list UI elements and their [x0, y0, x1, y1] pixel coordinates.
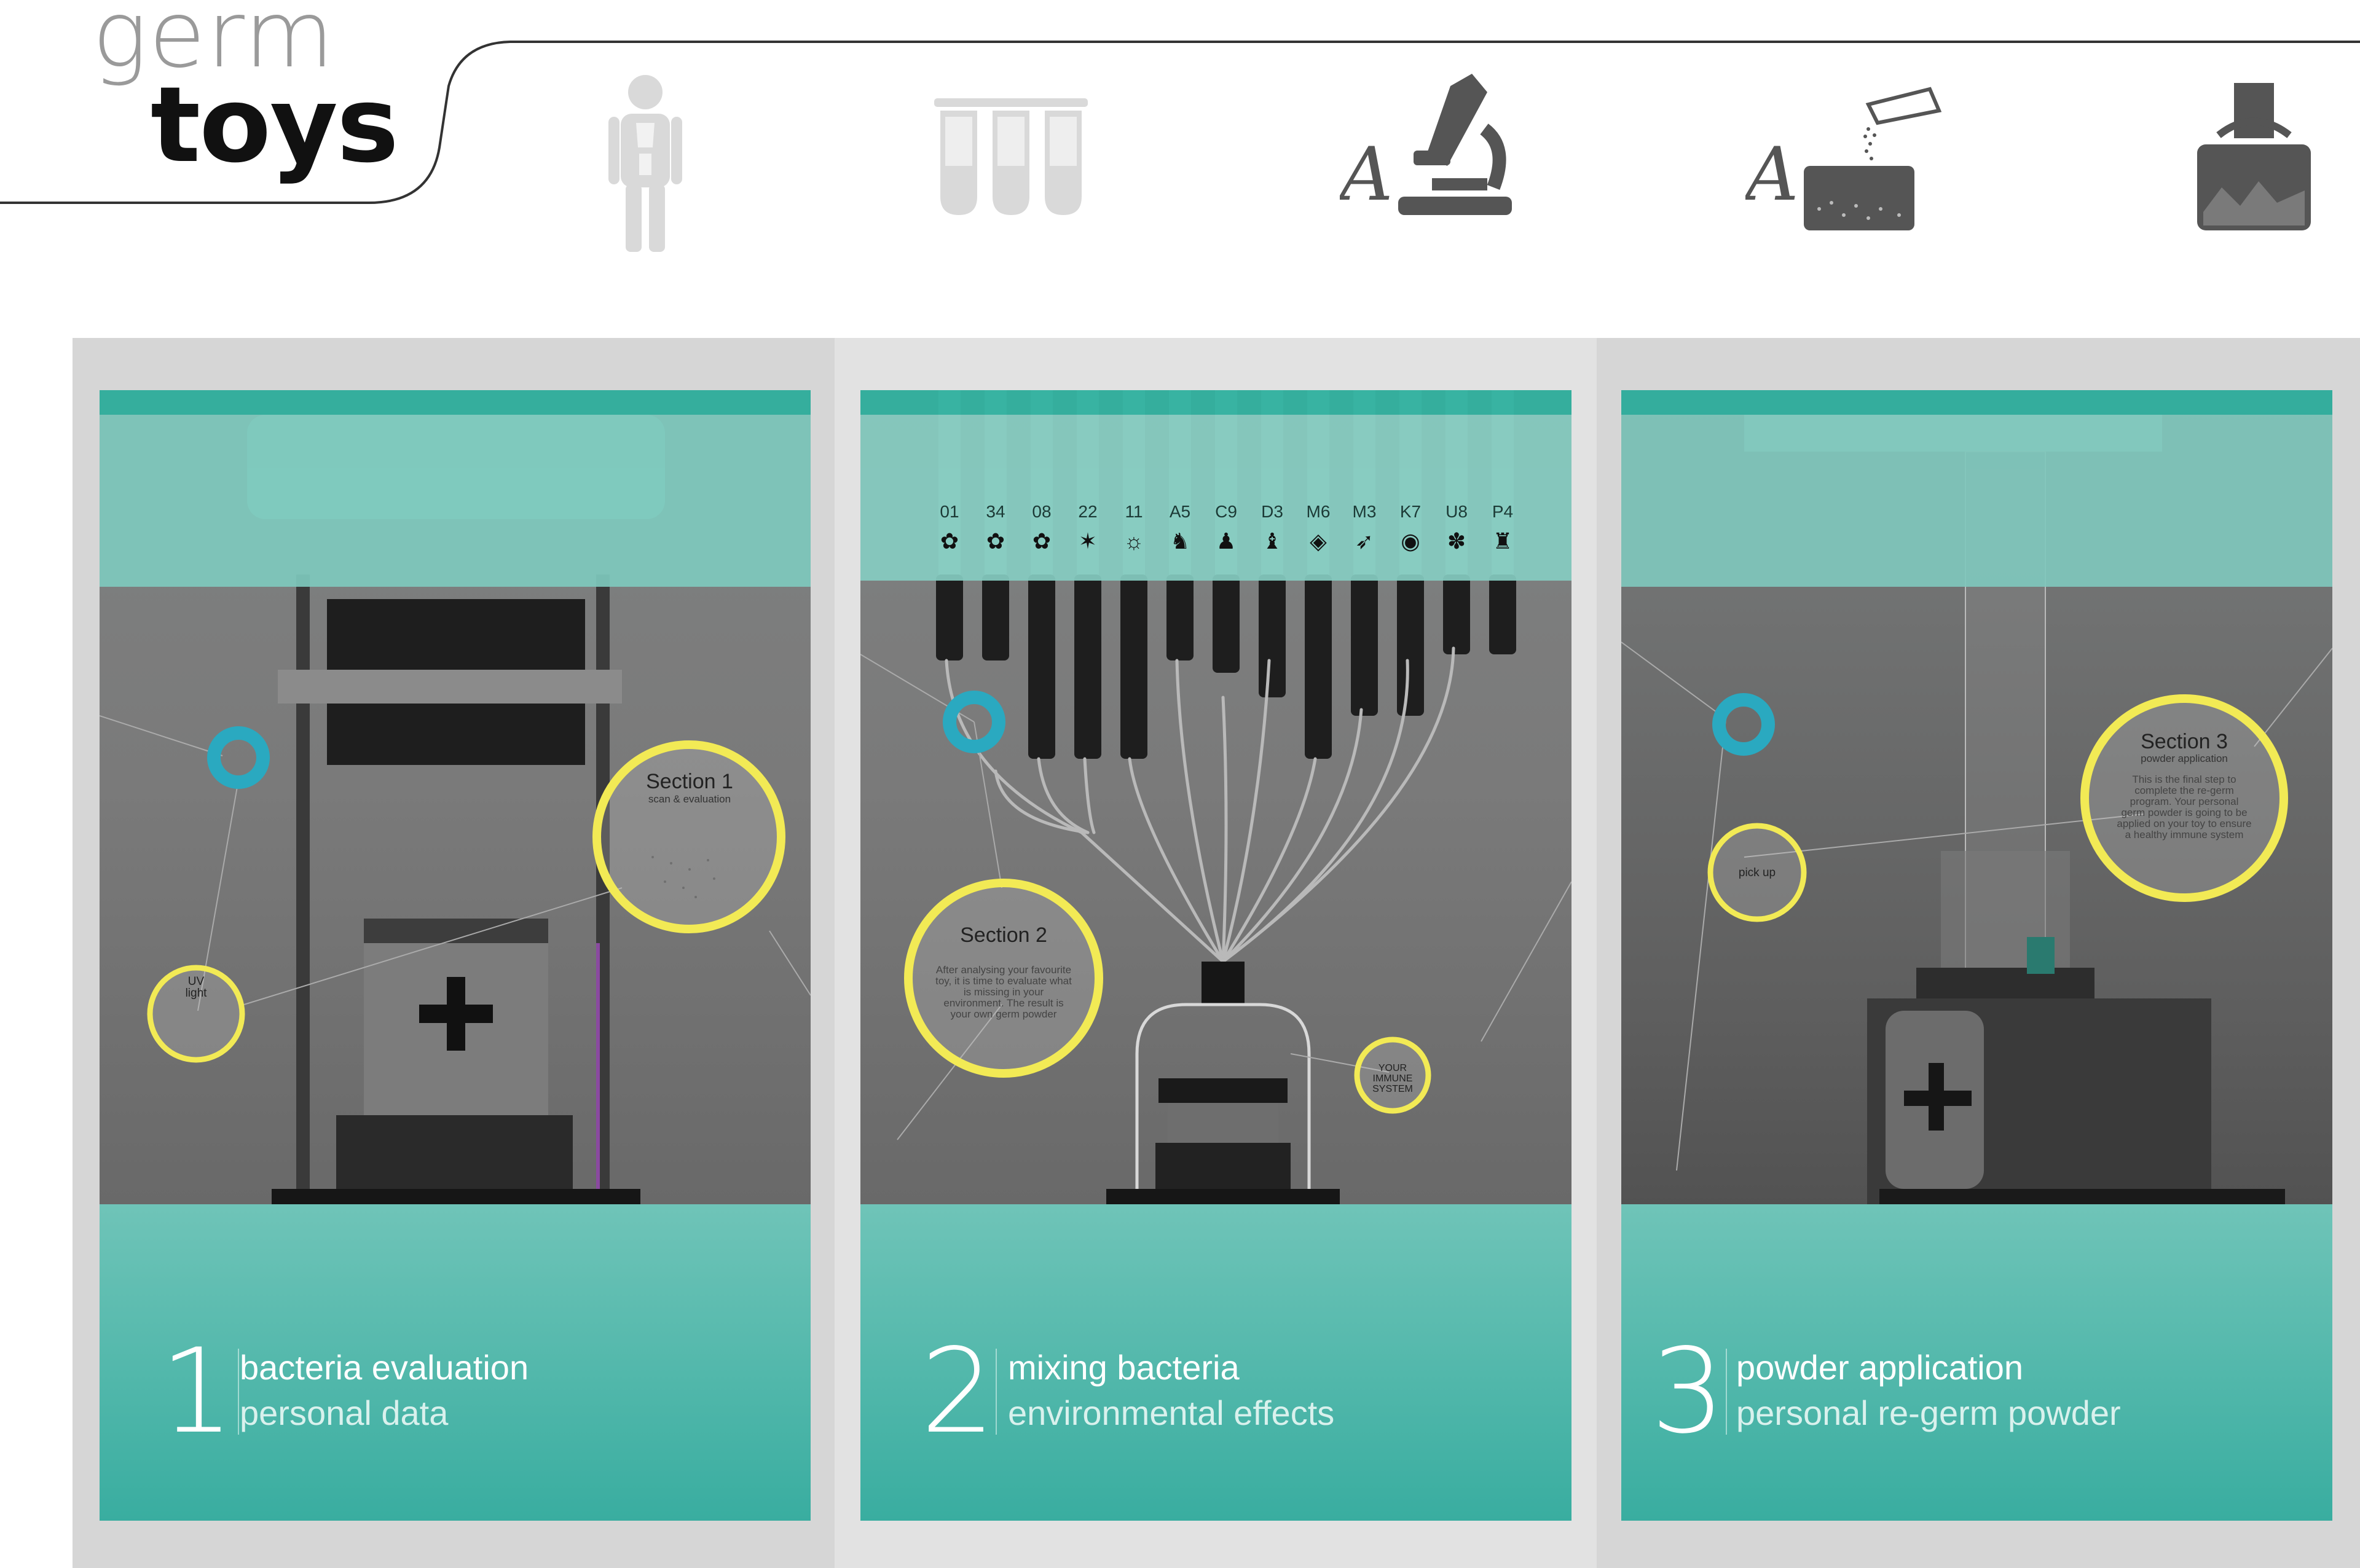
bacteria-tube[interactable] [1028, 574, 1055, 759]
step-number-3: 3 [1651, 1323, 1725, 1459]
bacteria-tube[interactable] [1443, 574, 1470, 654]
test-tubes-icon[interactable] [934, 98, 1088, 215]
step-title-3: powder application [1736, 1348, 2023, 1387]
step-title-1: bacteria evaluation [240, 1348, 529, 1387]
step-subtitle-1: personal data [240, 1394, 449, 1432]
uv-label: UV [187, 975, 205, 988]
bacteria-tube[interactable] [1120, 574, 1147, 759]
bacteria-tube[interactable] [1259, 574, 1286, 697]
step-number-1: 1 [160, 1323, 234, 1459]
bacteria-tube[interactable] [1397, 574, 1424, 716]
section-3-body: This is the final step to complete the r… [2117, 774, 2252, 841]
step-number-2: 2 [921, 1323, 995, 1459]
bacteria-tube[interactable] [1213, 574, 1240, 673]
bacteria-tube[interactable] [1351, 574, 1378, 716]
bacteria-code-label: C9 [1215, 502, 1237, 521]
bacteria-code-label: A5 [1169, 502, 1191, 521]
bacteria-code-label: 11 [1125, 502, 1143, 521]
bacteria-tube[interactable] [936, 574, 963, 661]
logo-germ: germ [92, 0, 336, 88]
bacteria-code-label: K7 [1399, 502, 1422, 521]
step-title-2: mixing bacteria [1008, 1348, 1240, 1387]
step-subtitle-3: personal re-germ powder [1736, 1394, 2121, 1432]
section-1-title: Section 1 [646, 770, 733, 793]
rabbit-icon[interactable]: ♞ [1170, 528, 1190, 554]
powder-dispense-icon[interactable]: A [1745, 86, 1942, 233]
bacteria-tube[interactable] [1305, 574, 1332, 759]
step-divider [1726, 1349, 1727, 1435]
section-1-subtitle: scan & evaluation [648, 793, 731, 805]
bird-icon[interactable]: ➶ [1355, 528, 1374, 554]
microscope-icon[interactable]: A [1340, 74, 1512, 221]
bacteria-tube[interactable] [1166, 574, 1194, 661]
paw-icon[interactable]: ✽ [1447, 528, 1466, 554]
step-divider [996, 1349, 997, 1435]
logo-toys: toys [151, 65, 399, 186]
flower-icon[interactable]: ✿ [1032, 528, 1052, 554]
pin-icon[interactable]: ◉ [1401, 528, 1420, 554]
uv-label-line: light [185, 987, 207, 1000]
bacteria-code-label: M6 [1306, 502, 1331, 521]
fish-icon[interactable]: ◈ [1310, 528, 1327, 554]
panel-mixing-bacteria: 01✿34✿08✿22✶11☼A5♞C9♟D3♝M6◈M3➶K7◉U8✽P4♜ … [860, 390, 1571, 1521]
cat-icon[interactable]: ♝ [1262, 528, 1283, 554]
step-subtitle-2: environmental effects [1008, 1394, 1335, 1432]
bacteria-code-label: 08 [1032, 502, 1052, 521]
svg-text:A: A [1340, 132, 1393, 218]
bacteria-code-label: 01 [940, 502, 959, 521]
pick-up-label: pick up [1738, 866, 1776, 879]
cow-icon[interactable]: ♜ [1492, 528, 1513, 554]
svg-text:A: A [1745, 132, 1799, 218]
header-bar [0, 41, 2360, 204]
bacteria-code-label: U8 [1446, 502, 1468, 521]
panel-powder-application: Section 3 powder application This is the… [1621, 390, 2332, 1521]
step-divider [238, 1349, 239, 1435]
bacteria-code-label: M3 [1352, 502, 1377, 521]
section-2-body: After analysing your favourite toy, it i… [935, 964, 1072, 1020]
section-3-title: Section 3 [2141, 730, 2228, 753]
bacteria-code-label: D3 [1261, 502, 1283, 521]
immune-system-label: YOUR IMMUNE SYSTEM [1372, 1063, 1413, 1094]
panel-bacteria-evaluation: Section 1 scan & evaluation UV light 1 b… [100, 390, 811, 1521]
bacteria-tube[interactable] [1489, 574, 1516, 654]
bacteria-code-label: P4 [1492, 502, 1514, 521]
bacteria-tube[interactable] [1074, 574, 1101, 759]
flower-icon[interactable]: ✿ [940, 528, 959, 554]
section-2-title: Section 2 [960, 923, 1047, 947]
owl-icon[interactable]: ♟ [1216, 528, 1237, 554]
bacteria-code-label: 34 [986, 502, 1005, 521]
star-icon[interactable]: ✶ [1078, 528, 1098, 554]
bag-hand-icon[interactable] [2197, 83, 2311, 243]
sun-icon[interactable]: ☼ [1123, 528, 1144, 554]
person-organs-icon[interactable] [608, 74, 682, 252]
bacteria-code-label: 22 [1078, 502, 1098, 521]
flower-icon[interactable]: ✿ [986, 528, 1005, 554]
section-3-subtitle: powder application [2141, 753, 2228, 764]
bacteria-tube[interactable] [982, 574, 1009, 661]
